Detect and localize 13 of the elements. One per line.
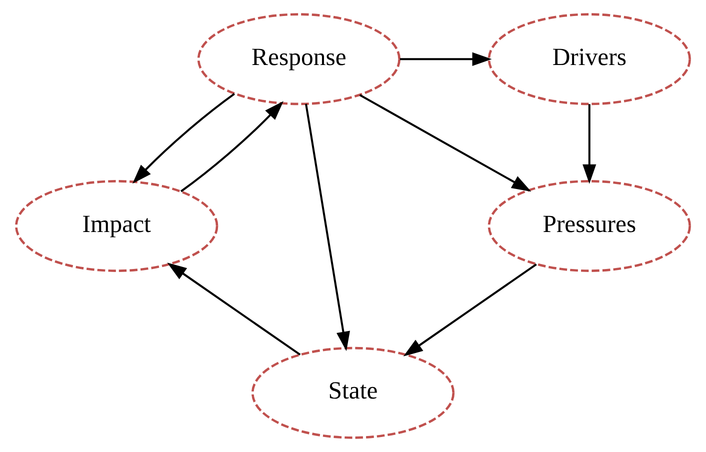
node-ellipse: State	[251, 346, 455, 439]
node-ellipse: Pressures	[488, 180, 691, 272]
node-ellipse: Impact	[15, 180, 218, 272]
node-ellipse: Response	[197, 13, 401, 106]
arrow	[180, 101, 284, 192]
node-ellipse: Drivers	[488, 13, 691, 106]
arrow	[305, 104, 350, 352]
arrow	[582, 104, 596, 184]
arrow	[400, 52, 492, 66]
arrow	[132, 93, 235, 184]
arrow	[403, 263, 537, 356]
arrow	[359, 94, 532, 192]
arrow	[167, 262, 301, 356]
